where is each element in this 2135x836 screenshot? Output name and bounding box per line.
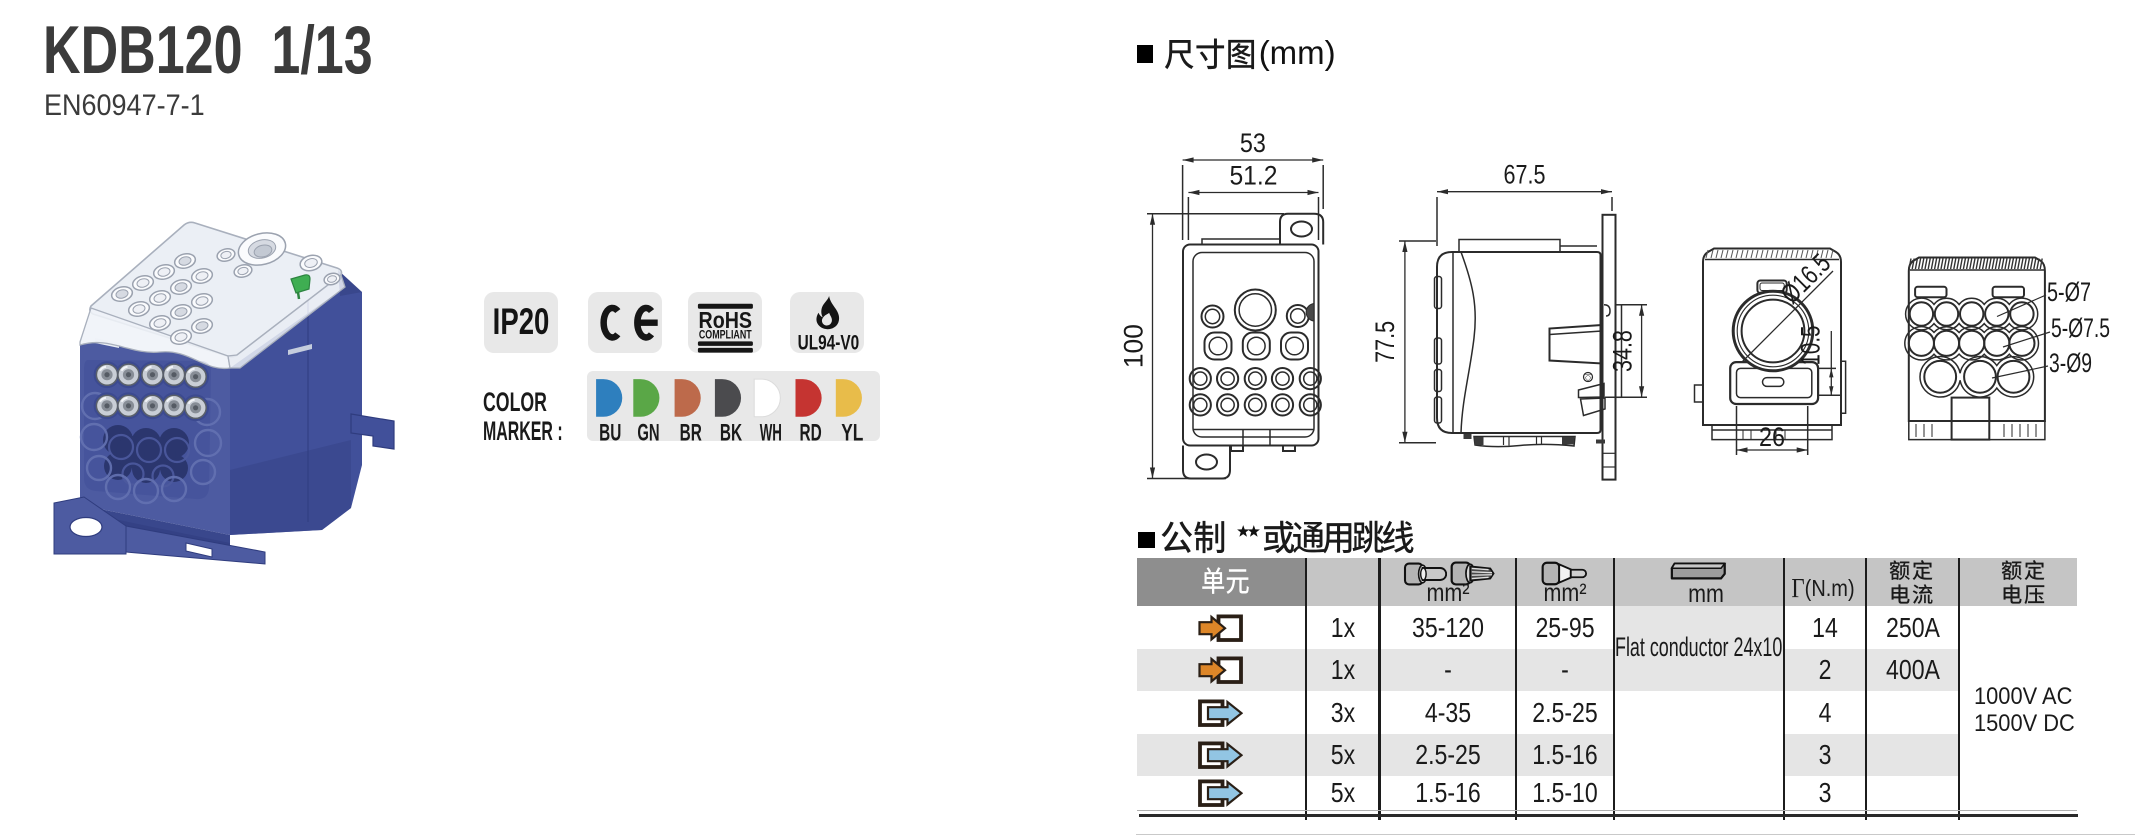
- svg-text:UL94-V0: UL94-V0: [797, 331, 859, 354]
- svg-text:RD: RD: [799, 419, 821, 442]
- svg-text:RoHS: RoHS: [699, 307, 753, 333]
- svg-text:67.5: 67.5: [1504, 160, 1546, 190]
- svg-text:5-Ø7.5: 5-Ø7.5: [2051, 313, 2110, 343]
- svg-text:⎏: ⎏: [1584, 373, 1591, 383]
- svg-text:COMPLIANT: COMPLIANT: [699, 327, 752, 341]
- svg-text:26: 26: [1759, 422, 1785, 452]
- svg-text:77.5: 77.5: [1370, 321, 1400, 363]
- svg-text:53: 53: [1240, 128, 1266, 158]
- svg-text:10.5: 10.5: [1796, 326, 1826, 366]
- svg-text:3-Ø9: 3-Ø9: [2049, 348, 2092, 378]
- svg-text:YL: YL: [841, 419, 863, 442]
- svg-text:WH: WH: [759, 419, 781, 442]
- svg-text:BU: BU: [599, 419, 621, 442]
- svg-text:34.8: 34.8: [1608, 330, 1638, 372]
- svg-text:100: 100: [1119, 324, 1149, 368]
- svg-text:51.2: 51.2: [1229, 161, 1277, 191]
- svg-text:BK: BK: [720, 419, 743, 442]
- svg-text:BR: BR: [679, 419, 701, 442]
- svg-text:GN: GN: [637, 419, 659, 442]
- svg-text:5-Ø7: 5-Ø7: [2047, 277, 2091, 307]
